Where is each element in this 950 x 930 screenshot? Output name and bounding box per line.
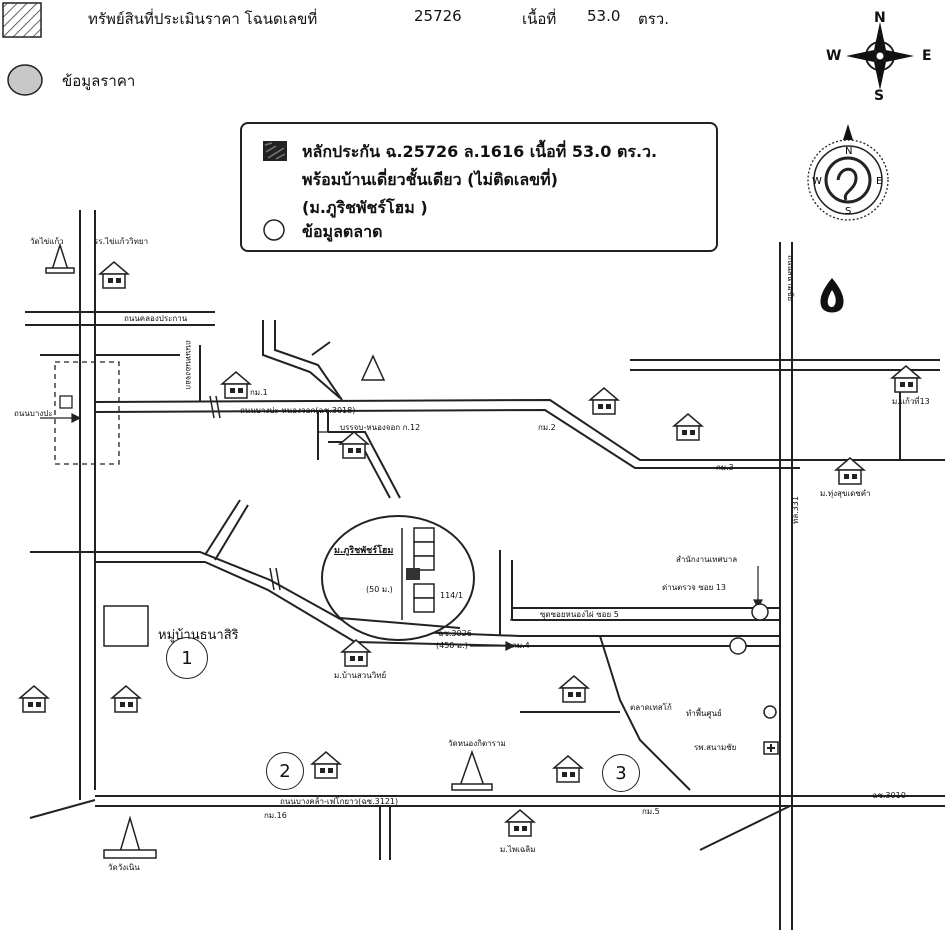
km-marker-16: กม.16 <box>264 811 287 820</box>
village-square <box>103 605 149 647</box>
price-circle-icon <box>7 64 43 96</box>
legend-box: หลักประกัน ฉ.25726 ล.1616 เนื้อที่ 53.0 … <box>240 122 718 252</box>
house-icon <box>19 685 49 713</box>
wheel-icon <box>751 603 769 621</box>
km-marker-2: กม.2 <box>538 423 556 432</box>
house-icon <box>339 431 369 459</box>
svg-text:E: E <box>876 176 882 187</box>
school-icon <box>99 261 129 289</box>
wheel-icon <box>729 637 747 655</box>
road-nongchok-label: ถนนหนองจอก <box>184 340 193 390</box>
compass-rose-icon <box>846 22 914 90</box>
hatched-box-icon <box>2 2 42 38</box>
distance-50-label: (50 ม.) <box>366 585 393 594</box>
collateral-swatch-icon <box>263 141 287 161</box>
legend-line-3: (ม.ภูริชพัชร์โฮม ) <box>302 198 428 217</box>
market-point-2: 2 <box>266 752 304 790</box>
wat-khai-label: วัดไข่แก้ว <box>30 237 64 246</box>
muban-phaiklao-label: ม.ไพเฉลิม <box>500 845 536 854</box>
wat-sonthi-label: วัดวังเนิน <box>108 863 140 872</box>
legend-line-2: พร้อมบ้านเดี่ยวชั้นเดียว (ไม่ติดเลขที่) <box>302 170 558 189</box>
road-north-label: ถนนคลองประกาน <box>124 314 188 323</box>
hospital-label: รพ.สนามชัย <box>694 743 737 752</box>
house-icon <box>835 457 865 485</box>
road-sanamchai-label: ถนนสนามชัย <box>786 255 795 302</box>
area-label: เนื้อที่ <box>522 10 557 28</box>
house-icon <box>553 755 583 783</box>
legend-line-4: ข้อมูลตลาด <box>302 222 383 241</box>
road-bangpa-label: ถนนบางปะ <box>14 409 53 418</box>
house-icon <box>221 371 251 399</box>
wheel-icon <box>763 705 777 719</box>
house-icon <box>891 365 921 393</box>
office-icon <box>59 395 73 409</box>
area-value: 53.0 <box>587 7 621 25</box>
temple-icon <box>360 354 386 381</box>
office-label: สำนักงานเทศบาล <box>676 555 738 564</box>
market-point-1: 1 <box>166 637 208 679</box>
market-label: ตลาดเทสโก้ <box>630 703 672 712</box>
deed-number: 25726 <box>414 7 462 25</box>
road-331-label: ทล.331 <box>791 496 800 524</box>
svg-text:W: W <box>812 176 822 187</box>
road-3018-label: ถนนบางปะ-หนองจอก(ฉช.3018) <box>240 406 356 415</box>
house-icon <box>311 751 341 779</box>
km-marker-4: กม.4 <box>512 641 530 650</box>
house-icon <box>673 413 703 441</box>
road-3010-label: ฉช.3010 <box>872 791 906 800</box>
km12-label: บรรจบ-หนองจอก ก.12 <box>340 423 421 432</box>
area-unit: ตรว. <box>638 10 669 28</box>
road-3026-label: ฉช.3026 <box>438 629 472 638</box>
distance-450-label: (450 ม.) <box>436 641 468 650</box>
house-no-label: 114/1 <box>440 591 464 600</box>
price-info-label: ข้อมูลราคา <box>62 72 136 90</box>
house-icon <box>505 809 535 837</box>
wat-nong-label: วัดหนองกิตาราม <box>448 739 506 748</box>
muban-thongsuk-label: ม.ทุ่งสุขเดชคำ <box>820 489 871 498</box>
compass-n: N <box>874 10 886 26</box>
road-3121-label: ถนนบางคล้า-เฟโกยาว(ฉช.3121) <box>280 797 399 806</box>
km-marker-1: กม.1 <box>250 388 268 397</box>
flame-emblem-icon <box>820 278 844 313</box>
compass-large-icon: N S E W <box>807 124 889 221</box>
village-thanasiri-label: หมู่บ้านธนาสิริ <box>158 628 239 643</box>
house-icon <box>589 387 619 415</box>
muban-baanswat-label: ม.บ้านสวนวิทย์ <box>334 671 387 680</box>
svg-text:N: N <box>845 146 852 157</box>
house-icon <box>559 675 589 703</box>
compass-e: E <box>922 48 932 64</box>
market-circle-icon <box>263 219 285 241</box>
subject-property-marker <box>406 568 420 580</box>
km-marker-5: กม.5 <box>642 807 660 816</box>
market-point-3: 3 <box>602 754 640 792</box>
house-icon <box>341 639 371 667</box>
school-label: รร.ไข่แก้ววิทยา <box>94 237 149 246</box>
muban-phurich-label: ม.ภูริชพัชร์โฮม <box>334 546 394 556</box>
svg-text:S: S <box>845 206 851 217</box>
checkpoint-label: ด่านตรวจ ซอย 13 <box>662 583 727 592</box>
house-icon <box>111 685 141 713</box>
post-office-label: ทำพื้นศูนย์ <box>686 709 722 718</box>
km-marker-3: กม.3 <box>716 463 734 472</box>
compass-s: S <box>874 88 885 104</box>
compass-w: W <box>826 48 842 64</box>
legend-line-1: หลักประกัน ฉ.25726 ล.1616 เนื้อที่ 53.0 … <box>302 142 658 161</box>
muban-maeki-label: ม.แก้วที่13 <box>892 397 930 406</box>
soi-5-label: ซุดซอยหนองไผ่ ซอย 5 <box>540 610 619 619</box>
asset-label: ทรัพย์สินที่ประเมินราคา โฉนดเลขที่ <box>88 10 318 28</box>
